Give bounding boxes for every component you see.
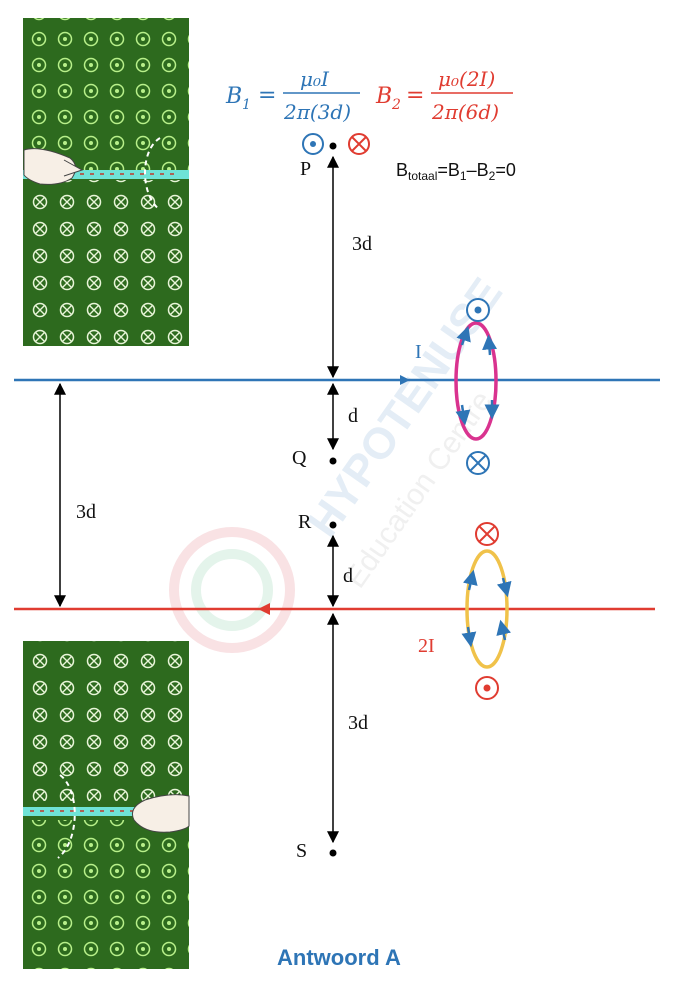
watermark-logo	[169, 527, 295, 653]
panel-wire-bottom	[23, 807, 189, 816]
field-out-symbol-bottom	[475, 676, 499, 700]
svg-text:2π(3d): 2π(3d)	[283, 100, 351, 124]
distance-label-s: 3d	[348, 712, 368, 734]
point-s: S	[296, 840, 337, 862]
field-in-region-bottom	[23, 641, 189, 801]
right-hand-curl-bottom	[57, 774, 76, 859]
svg-text:=: =	[406, 83, 424, 108]
field-out-symbol-top	[466, 298, 490, 322]
field-out-region-bottom	[23, 820, 189, 969]
svg-text:Q: Q	[292, 447, 307, 469]
formula-b1: B 1 = μ₀I 2π(3d)	[225, 67, 360, 124]
current-label-top: I	[415, 341, 422, 363]
field-in-region	[23, 180, 189, 346]
distance-label-q: d	[348, 405, 358, 427]
svg-text:2: 2	[391, 97, 401, 113]
answer-label: Antwoord A	[277, 945, 401, 970]
svg-text:Btotaal=B1–B2=0: Btotaal=B1–B2=0	[396, 160, 516, 183]
field-in-symbol-top	[466, 451, 490, 475]
field-out-region	[23, 18, 189, 176]
watermark-logo-inner	[191, 549, 273, 631]
field-loop-top	[454, 298, 500, 475]
panel-wire	[23, 170, 189, 179]
svg-text:μ₀(2I): μ₀(2I)	[438, 67, 495, 91]
svg-text:B: B	[225, 84, 242, 109]
svg-text:1: 1	[242, 97, 251, 113]
point-q: Q	[292, 447, 337, 469]
wire-bottom-arrow	[258, 603, 270, 615]
point-p: P	[300, 142, 337, 180]
watermark: HYPOTENUSE Education Centre	[169, 269, 512, 653]
distance-arrows	[54, 155, 339, 844]
svg-text:2π(6d): 2π(6d)	[431, 100, 499, 124]
current-label-bottom: 2I	[418, 635, 435, 657]
hand-icon-bottom	[131, 794, 190, 833]
field-panel-top	[23, 18, 189, 346]
svg-text:=: =	[258, 83, 276, 108]
svg-text:B: B	[375, 84, 392, 109]
right-hand-curl	[144, 137, 161, 211]
formula-b2: B 2 = μ₀(2I) 2π(6d)	[375, 67, 513, 124]
point-r: R	[298, 511, 337, 533]
distance-label-p: 3d	[352, 233, 372, 255]
hand-icon	[23, 148, 84, 185]
field-in-symbol-p	[348, 133, 370, 155]
distance-label-r: d	[343, 565, 353, 587]
field-panel-bottom	[23, 641, 190, 969]
formula-btotaal: Btotaal=B1–B2=0	[396, 160, 516, 183]
svg-text:P: P	[300, 158, 311, 180]
distance-label-wires: 3d	[76, 501, 96, 523]
svg-text:S: S	[296, 840, 307, 862]
svg-text:μ₀I: μ₀I	[300, 67, 330, 91]
wire-top-arrow	[400, 375, 410, 385]
field-loop-bottom	[461, 522, 512, 700]
field-in-symbol-bottom	[475, 522, 499, 546]
svg-text:R: R	[298, 511, 312, 533]
field-out-symbol-p	[302, 133, 324, 155]
